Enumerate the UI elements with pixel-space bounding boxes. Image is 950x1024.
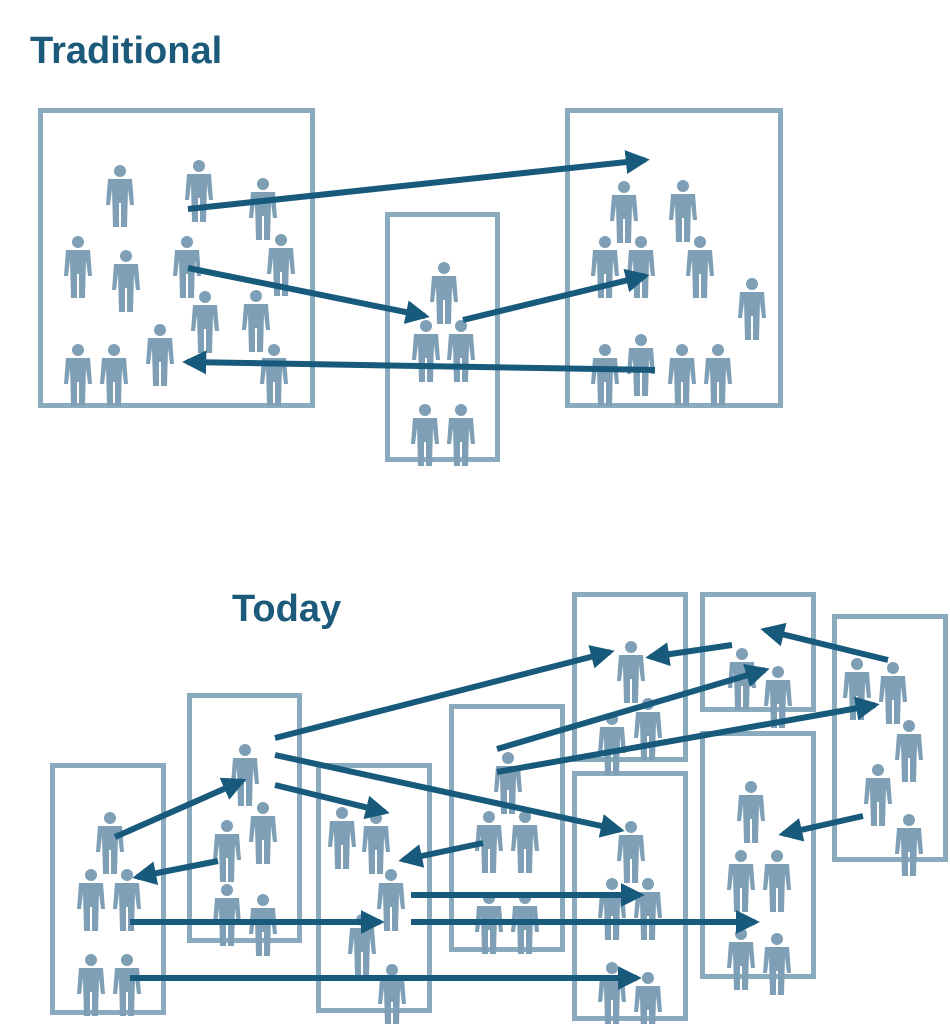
person-icon (617, 641, 645, 703)
person-icon (249, 802, 277, 864)
people-layer (64, 160, 923, 1024)
person-icon (412, 320, 440, 382)
person-icon (213, 820, 241, 882)
person-icon (362, 812, 390, 874)
person-icon (686, 236, 714, 298)
person-icon (704, 344, 732, 406)
arrow-icon (496, 663, 770, 752)
group-box (38, 108, 315, 408)
group-box (449, 704, 565, 952)
arrow-icon (778, 813, 864, 842)
person-icon (430, 262, 458, 324)
person-icon (146, 324, 174, 386)
person-icon (173, 236, 201, 298)
boxes-layer (38, 108, 948, 1021)
person-icon (64, 344, 92, 406)
section-title-today: Today (232, 588, 342, 630)
group-box (700, 731, 816, 979)
group-box (187, 693, 302, 943)
person-icon (879, 662, 907, 724)
person-icon (591, 344, 619, 406)
person-icon (610, 181, 638, 243)
arrow-icon (645, 642, 733, 667)
person-icon (668, 344, 696, 406)
person-icon (764, 666, 792, 728)
person-icon (213, 884, 241, 946)
person-icon (598, 962, 626, 1024)
person-icon (185, 160, 213, 222)
person-icon (328, 807, 356, 869)
person-icon (511, 811, 539, 873)
person-icon (475, 811, 503, 873)
person-icon (727, 850, 755, 912)
person-icon (895, 814, 923, 876)
person-icon (634, 878, 662, 940)
person-icon (737, 781, 765, 843)
person-icon (447, 404, 475, 466)
person-icon (260, 344, 288, 406)
person-icon (598, 878, 626, 940)
person-icon (112, 250, 140, 312)
person-icon (191, 291, 219, 353)
person-icon (77, 954, 105, 1016)
group-box (385, 212, 500, 462)
person-icon (64, 236, 92, 298)
arrow-icon (132, 858, 219, 886)
person-icon (249, 178, 277, 240)
group-box (700, 592, 816, 712)
person-icon (377, 869, 405, 931)
person-icon (627, 334, 655, 396)
person-icon (231, 744, 259, 806)
arrow-icon (462, 268, 650, 323)
person-icon (727, 928, 755, 990)
arrow-icon (187, 265, 430, 324)
person-icon (864, 764, 892, 826)
arrow-icon (274, 645, 615, 741)
person-icon (634, 972, 662, 1024)
person-icon (96, 812, 124, 874)
person-icon (77, 869, 105, 931)
person-icon (100, 344, 128, 406)
arrow-icon (187, 150, 650, 212)
person-icon (242, 290, 270, 352)
person-icon (411, 404, 439, 466)
person-icon (895, 720, 923, 782)
person-icon (598, 713, 626, 775)
section-title-traditional: Traditional (30, 30, 223, 72)
person-icon (447, 320, 475, 382)
person-icon (763, 933, 791, 995)
arrow-icon (113, 777, 247, 840)
arrow-icon (274, 752, 625, 838)
group-box (316, 763, 432, 1013)
arrows-layer (113, 150, 889, 990)
group-box (832, 614, 948, 862)
person-icon (113, 954, 141, 1016)
arrow-icon (182, 350, 656, 375)
group-box (572, 592, 688, 762)
arrow-icon (274, 782, 390, 820)
group-box (565, 108, 783, 408)
arrow-icon (398, 840, 484, 868)
person-icon (669, 180, 697, 242)
arrow-icon (760, 622, 889, 663)
arrow-icon (496, 696, 880, 775)
person-icon (106, 165, 134, 227)
person-icon (617, 821, 645, 883)
group-box (50, 763, 166, 1015)
person-icon (763, 850, 791, 912)
person-icon (738, 278, 766, 340)
person-icon (627, 236, 655, 298)
person-icon (378, 964, 406, 1024)
